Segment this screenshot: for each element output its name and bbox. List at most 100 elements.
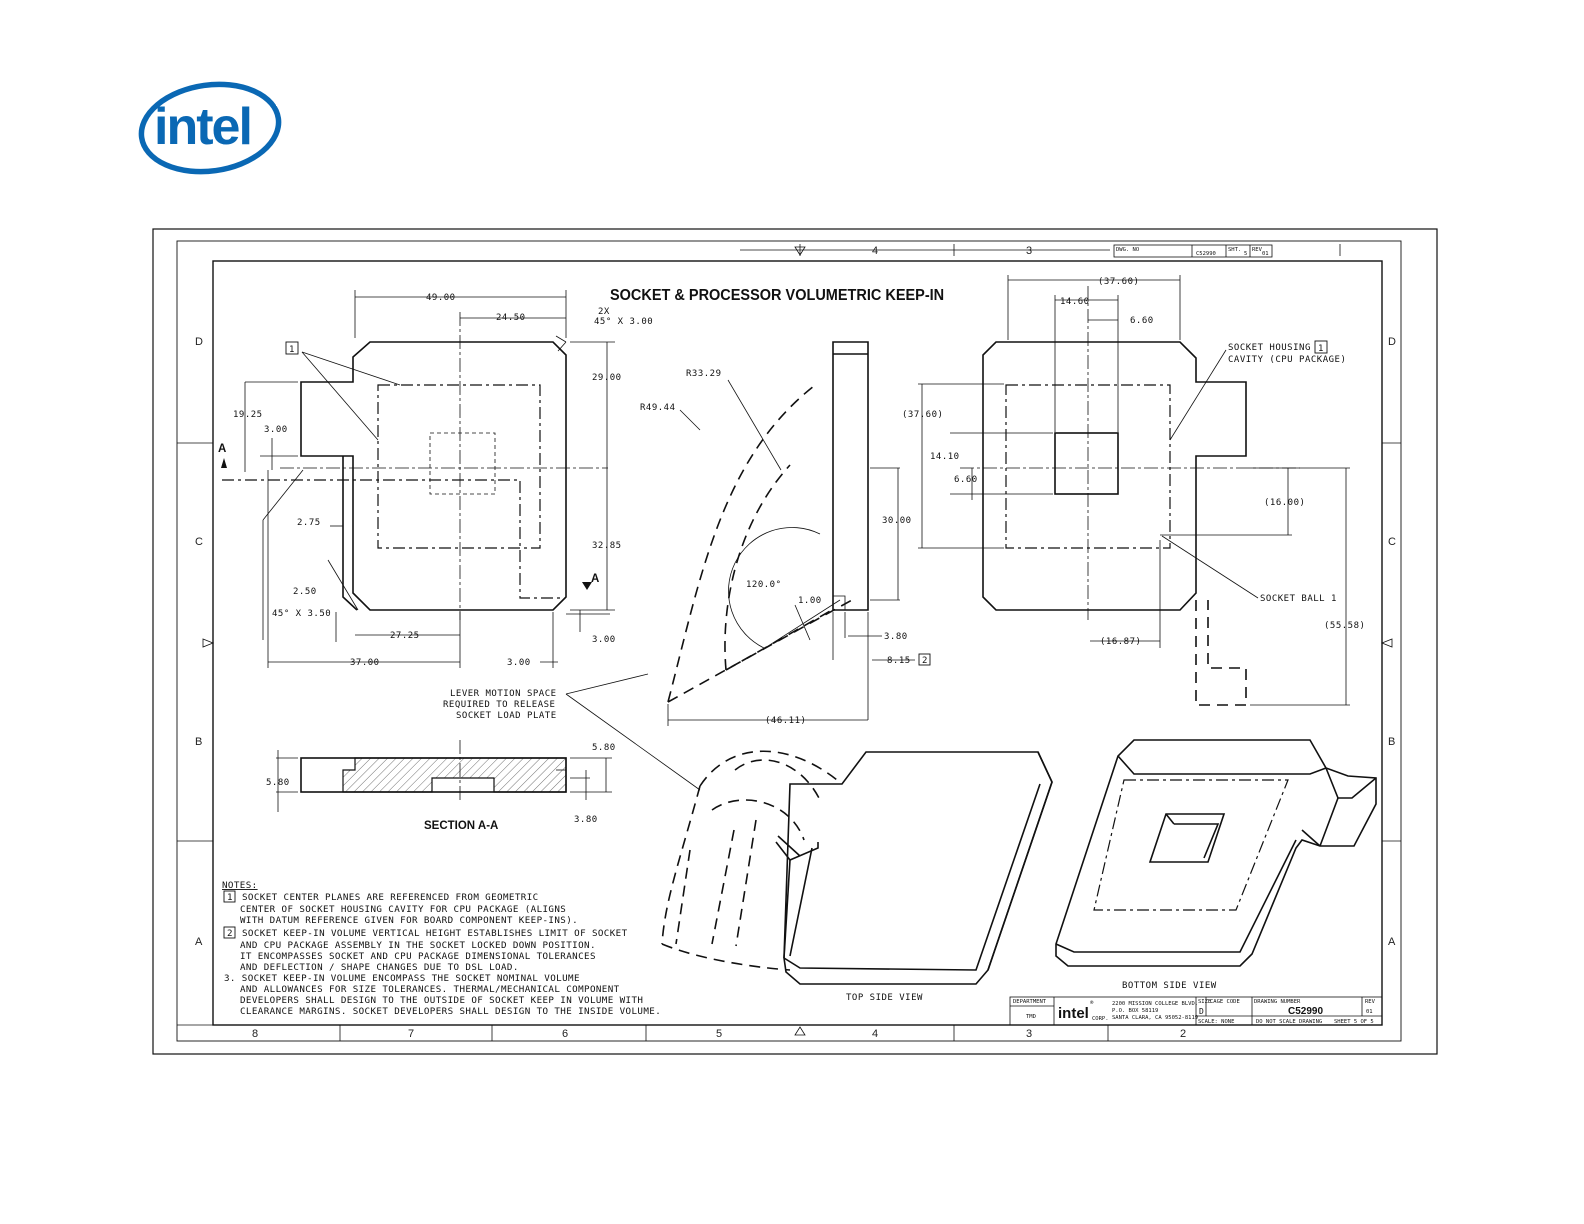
zone-col-6: 6 bbox=[562, 1028, 568, 1040]
section-a-a bbox=[276, 740, 612, 812]
top-side-view-iso bbox=[661, 750, 1053, 985]
dim-46-11: (46.11) bbox=[765, 716, 806, 726]
top-sheet-value: 5 bbox=[1244, 251, 1247, 257]
callout-box-1b bbox=[1314, 340, 1328, 354]
dim-2-75: 2.75 bbox=[297, 518, 321, 528]
side-view bbox=[667, 341, 915, 726]
top-dwg-number: C52990 bbox=[1196, 251, 1216, 257]
callout-1b-text: 1 bbox=[1318, 344, 1324, 354]
zone-row-b-left: B bbox=[195, 736, 202, 748]
zone-row-b-right: B bbox=[1388, 736, 1395, 748]
label-housing-2: CAVITY (CPU PACKAGE) bbox=[1228, 355, 1346, 365]
note-2a: SOCKET KEEP-IN VOLUME VERTICAL HEIGHT ES… bbox=[242, 928, 628, 939]
zone-col-4: 4 bbox=[872, 1028, 878, 1040]
label-lever-2: REQUIRED TO RELEASE bbox=[443, 700, 555, 710]
section-arrow-left: A bbox=[218, 443, 226, 455]
top-view-dimensions bbox=[244, 290, 615, 668]
zone-col-5: 5 bbox=[716, 1028, 722, 1040]
label-lever-1: LEVER MOTION SPACE bbox=[450, 689, 557, 699]
dim-120-deg: 120.0° bbox=[746, 580, 782, 590]
callout-2-text: 2 bbox=[922, 656, 928, 666]
section-arrow-left-mark bbox=[221, 458, 592, 590]
zone-row-c-left: C bbox=[195, 536, 203, 548]
dim-32-85: 32.85 bbox=[592, 541, 622, 551]
tb-addr-3: SANTA CLARA, CA 95052-8119 bbox=[1112, 1015, 1198, 1021]
zone-col-8: 8 bbox=[252, 1028, 258, 1040]
note-1a: SOCKET CENTER PLANES ARE REFERENCED FROM… bbox=[242, 892, 539, 903]
dim-45x3-50: 45° X 3.50 bbox=[272, 609, 331, 619]
tb-rev-value: 01 bbox=[1366, 1009, 1373, 1015]
section-dim-3-80: 3.80 bbox=[574, 815, 598, 825]
dim-37-60-b: (37.60) bbox=[902, 410, 943, 420]
dim-r49-44: R49.44 bbox=[640, 403, 676, 413]
dim-r33-29: R33.29 bbox=[686, 369, 722, 379]
note-3d: CLEARANCE MARGINS. SOCKET DEVELOPERS SHA… bbox=[240, 1006, 661, 1017]
dim-14-60: 14.60 bbox=[1060, 297, 1090, 307]
dim-3-00-b: 3.00 bbox=[507, 658, 531, 668]
section-dim-5-80-right: 5.80 bbox=[592, 743, 616, 753]
tb-corp: CORP. bbox=[1092, 1016, 1109, 1022]
callout-box-2 bbox=[918, 653, 931, 666]
dim-29: 29.00 bbox=[592, 373, 622, 383]
tb-addr-1: 2200 MISSION COLLEGE BLVD. bbox=[1112, 1001, 1198, 1007]
note-2b: AND CPU PACKAGE ASSEMBLY IN THE SOCKET L… bbox=[240, 940, 596, 951]
zone-row-c-right: C bbox=[1388, 536, 1396, 548]
zone-row-d-right: D bbox=[1388, 336, 1396, 348]
section-arrow-right: A bbox=[591, 573, 599, 585]
zone-col-7: 7 bbox=[408, 1028, 414, 1040]
top-rev-label: REV bbox=[1252, 247, 1263, 253]
zone-row-a-right: A bbox=[1388, 936, 1396, 948]
dim-8-15: 8.15 bbox=[887, 656, 911, 666]
zone-row-a-left: A bbox=[195, 936, 203, 948]
dim-14-10: 14.10 bbox=[930, 452, 960, 462]
bottom-view-dimensions bbox=[918, 275, 1350, 706]
top-title-block bbox=[1113, 244, 1273, 258]
title-block bbox=[1009, 996, 1383, 1026]
top-dwg-label: DWG. NO bbox=[1116, 247, 1139, 253]
label-housing-1: SOCKET HOUSING bbox=[1228, 343, 1311, 353]
tb-sheet: SHEET 5 OF 5 bbox=[1334, 1019, 1374, 1025]
note-3c: DEVELOPERS SHALL DESIGN TO THE OUTSIDE O… bbox=[240, 995, 643, 1006]
dim-27-25: 27.25 bbox=[390, 631, 420, 641]
callout-box-1a bbox=[285, 341, 299, 355]
bottom-side-view-iso bbox=[1055, 739, 1377, 967]
zone-col-4-top: 4 bbox=[872, 245, 878, 257]
notes-head: NOTES: bbox=[222, 880, 258, 891]
dim-49: 49.00 bbox=[426, 293, 456, 303]
note-3a: 3. SOCKET KEEP-IN VOLUME ENCOMPASS THE S… bbox=[224, 973, 580, 984]
dim-45x3: 45° X 3.00 bbox=[594, 317, 653, 327]
border-frame bbox=[176, 240, 1402, 1042]
dim-30: 30.00 bbox=[882, 516, 912, 526]
zone-row-d-left: D bbox=[195, 336, 203, 348]
note-2-box-text: 2 bbox=[227, 928, 233, 939]
note-1-box bbox=[223, 890, 236, 903]
dim-16-00: (16.00) bbox=[1264, 498, 1305, 508]
dim-37-60-a: (37.60) bbox=[1098, 277, 1139, 287]
note-3b: AND ALLOWANCES FOR SIZE TOLERANCES. THER… bbox=[240, 984, 620, 995]
zone-col-2: 2 bbox=[1180, 1028, 1186, 1040]
tb-registered: ® bbox=[1090, 1000, 1094, 1006]
note-2-box bbox=[223, 926, 236, 939]
tb-scale: SCALE: NONE bbox=[1198, 1019, 1234, 1025]
tb-intel-logo: intel bbox=[1058, 1005, 1089, 1022]
dim-2-50: 2.50 bbox=[293, 587, 317, 597]
drawing-title: SOCKET & PROCESSOR VOLUMETRIC KEEP-IN bbox=[610, 288, 944, 304]
note-2d: AND DEFLECTION / SHAPE CHANGES DUE TO DS… bbox=[240, 962, 519, 973]
logo-wordmark: intel bbox=[154, 98, 251, 156]
dim-6-60-a: 6.60 bbox=[1130, 316, 1154, 326]
tb-do-not-scale: DO NOT SCALE DRAWING bbox=[1256, 1019, 1322, 1025]
dim-55-58: (55.58) bbox=[1324, 621, 1365, 631]
zone-col-3: 3 bbox=[1026, 1028, 1032, 1040]
bottom-side-view-label: BOTTOM SIDE VIEW bbox=[1122, 981, 1217, 991]
tb-cage-label: CAGE CODE bbox=[1210, 999, 1240, 1005]
dim-24-50: 24.50 bbox=[496, 313, 526, 323]
dim-6-60-b: 6.60 bbox=[954, 475, 978, 485]
top-view-outline bbox=[222, 312, 608, 620]
section-dim-5-80-left: 5.80 bbox=[266, 778, 290, 788]
note-1-box-text: 1 bbox=[227, 892, 233, 903]
top-sheet-label: SHT. bbox=[1228, 247, 1241, 253]
zone-col-3-top: 3 bbox=[1026, 245, 1032, 257]
tb-rev-label: REV bbox=[1365, 999, 1376, 1005]
label-lever-3: SOCKET LOAD PLATE bbox=[456, 711, 557, 721]
